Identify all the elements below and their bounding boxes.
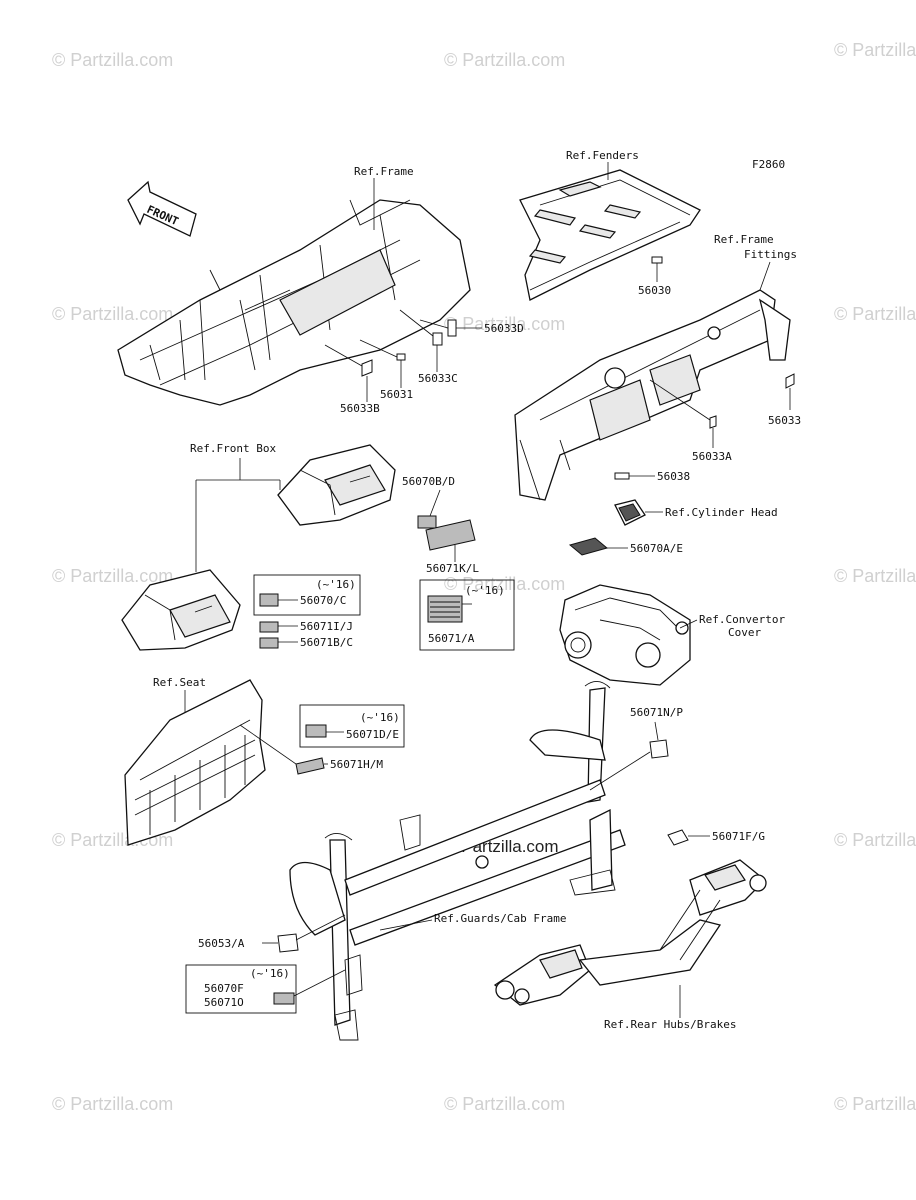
decal-56070c: [259, 593, 279, 607]
ref-cylinder-head-label: Ref.Cylinder Head: [665, 506, 778, 519]
watermarks: © Partzilla.com © Partzilla.com © Partzi…: [52, 40, 916, 1114]
front-arrow-icon: FRONT: [127, 180, 197, 237]
callout-box-56070f: [185, 964, 297, 1014]
watermark: © Partzilla.com: [834, 830, 916, 850]
callout-box-56071de: [299, 704, 405, 748]
diagram-code: F2860: [752, 158, 785, 171]
front-box-lower-illustration: [121, 569, 241, 651]
decal-56033: [785, 373, 795, 389]
decal-56071hm: [295, 757, 325, 775]
part-56071A: 56071/A: [428, 632, 475, 645]
decal-56071bc: [259, 637, 279, 649]
part-56071HM: 56071H/M: [330, 758, 383, 771]
watermark: © Partzilla.com: [52, 304, 173, 324]
ref-rear-hubs-label: Ref.Rear Hubs/Brakes: [604, 1018, 736, 1031]
watermark: © Partzilla.com: [834, 304, 916, 324]
decal-56070bd: [417, 515, 476, 551]
part-56071DE-date: (~'16): [360, 711, 400, 724]
watermark: © Partzilla.com: [52, 50, 173, 70]
ref-converter-cover-label-1: Ref.Convertor: [699, 613, 785, 626]
part-56033: 56033: [768, 414, 801, 427]
ref-front-box-label: Ref.Front Box: [190, 442, 276, 455]
watermark: © Partzilla.com: [52, 1094, 173, 1114]
part-56071A-date: (~'16): [465, 584, 505, 597]
cylinder-head-illustration: [614, 499, 646, 526]
ref-frame-fittings-label-2: Fittings: [744, 248, 797, 261]
decal-56071fg: [667, 829, 689, 846]
part-56071O: 56071O: [204, 996, 244, 1009]
watermark: © Partzilla.com: [444, 574, 565, 594]
decal-56038: [614, 472, 630, 480]
frame-fittings-illustration: [514, 289, 791, 501]
decal-56031: [396, 353, 406, 361]
part-56031: 56031: [380, 388, 413, 401]
decal-56033d: [447, 319, 457, 337]
decal-56071ij: [259, 621, 279, 633]
part-56071NP: 56071N/P: [630, 706, 683, 719]
decal-56030: [651, 256, 663, 264]
part-56070F-date: (~'16): [250, 967, 290, 980]
decal-56071np: [649, 739, 669, 759]
decal-56070f: [273, 992, 295, 1005]
front-box-upper-illustration: [277, 444, 396, 526]
part-56071KL: 56071K/L: [426, 562, 479, 575]
decal-56053a: [277, 933, 299, 953]
ref-frame-label: Ref.Frame: [354, 165, 414, 178]
part-56071FG: 56071F/G: [712, 830, 765, 843]
ref-converter-cover-label-2: Cover: [728, 626, 761, 639]
part-56030: 56030: [638, 284, 671, 297]
cab-frame-illustration: [289, 681, 626, 1041]
part-56033B: 56033B: [340, 402, 380, 415]
part-56071BC: 56071B/C: [300, 636, 353, 649]
watermark: © Partzilla.com: [444, 50, 565, 70]
decal-56033b: [361, 359, 373, 377]
ref-fenders-label: Ref.Fenders: [566, 149, 639, 162]
seat-illustration: [124, 679, 266, 846]
part-56071DE: 56071D/E: [346, 728, 399, 741]
watermark: © Partzilla.com: [834, 566, 916, 586]
frame-illustration: [117, 199, 471, 406]
callout-box-56070c: [253, 574, 361, 616]
ref-frame-fittings-label-1: Ref.Frame: [714, 233, 774, 246]
part-56071IJ: 56071I/J: [300, 620, 353, 633]
converter-cover-illustration: [559, 584, 691, 686]
part-56070BD: 56070B/D: [402, 475, 455, 488]
part-56070C-date: (~'16): [316, 578, 356, 591]
part-56038: 56038: [657, 470, 690, 483]
decal-56070ae: [568, 537, 609, 556]
watermark: © Partzilla.com: [834, 40, 916, 60]
callout-box-56071a: [419, 579, 515, 651]
decal-56071a: [427, 595, 463, 623]
watermark: © Partzilla.com: [444, 1094, 565, 1114]
part-56070C: 56070/C: [300, 594, 346, 607]
decal-56033c: [432, 332, 443, 346]
watermark: © Partzilla.com: [834, 1094, 916, 1114]
watermark: © Partzilla.com: [52, 566, 173, 586]
part-56070AE: 56070A/E: [630, 542, 683, 555]
part-56053A: 56053/A: [198, 937, 245, 950]
decal-56033a: [709, 415, 717, 429]
part-56070F: 56070F: [204, 982, 244, 995]
fender-illustration: [519, 169, 701, 301]
watermark: © Partzilla.com: [444, 314, 565, 334]
part-56033C: 56033C: [418, 372, 458, 385]
rear-hubs-illustration: [493, 859, 767, 1006]
part-56033D: 56033D: [484, 322, 524, 335]
part-56033A: 56033A: [692, 450, 732, 463]
ref-guards-label: Ref.Guards/Cab Frame: [434, 912, 566, 925]
ref-seat-label: Ref.Seat: [153, 676, 206, 689]
decal-56071de: [305, 724, 327, 738]
